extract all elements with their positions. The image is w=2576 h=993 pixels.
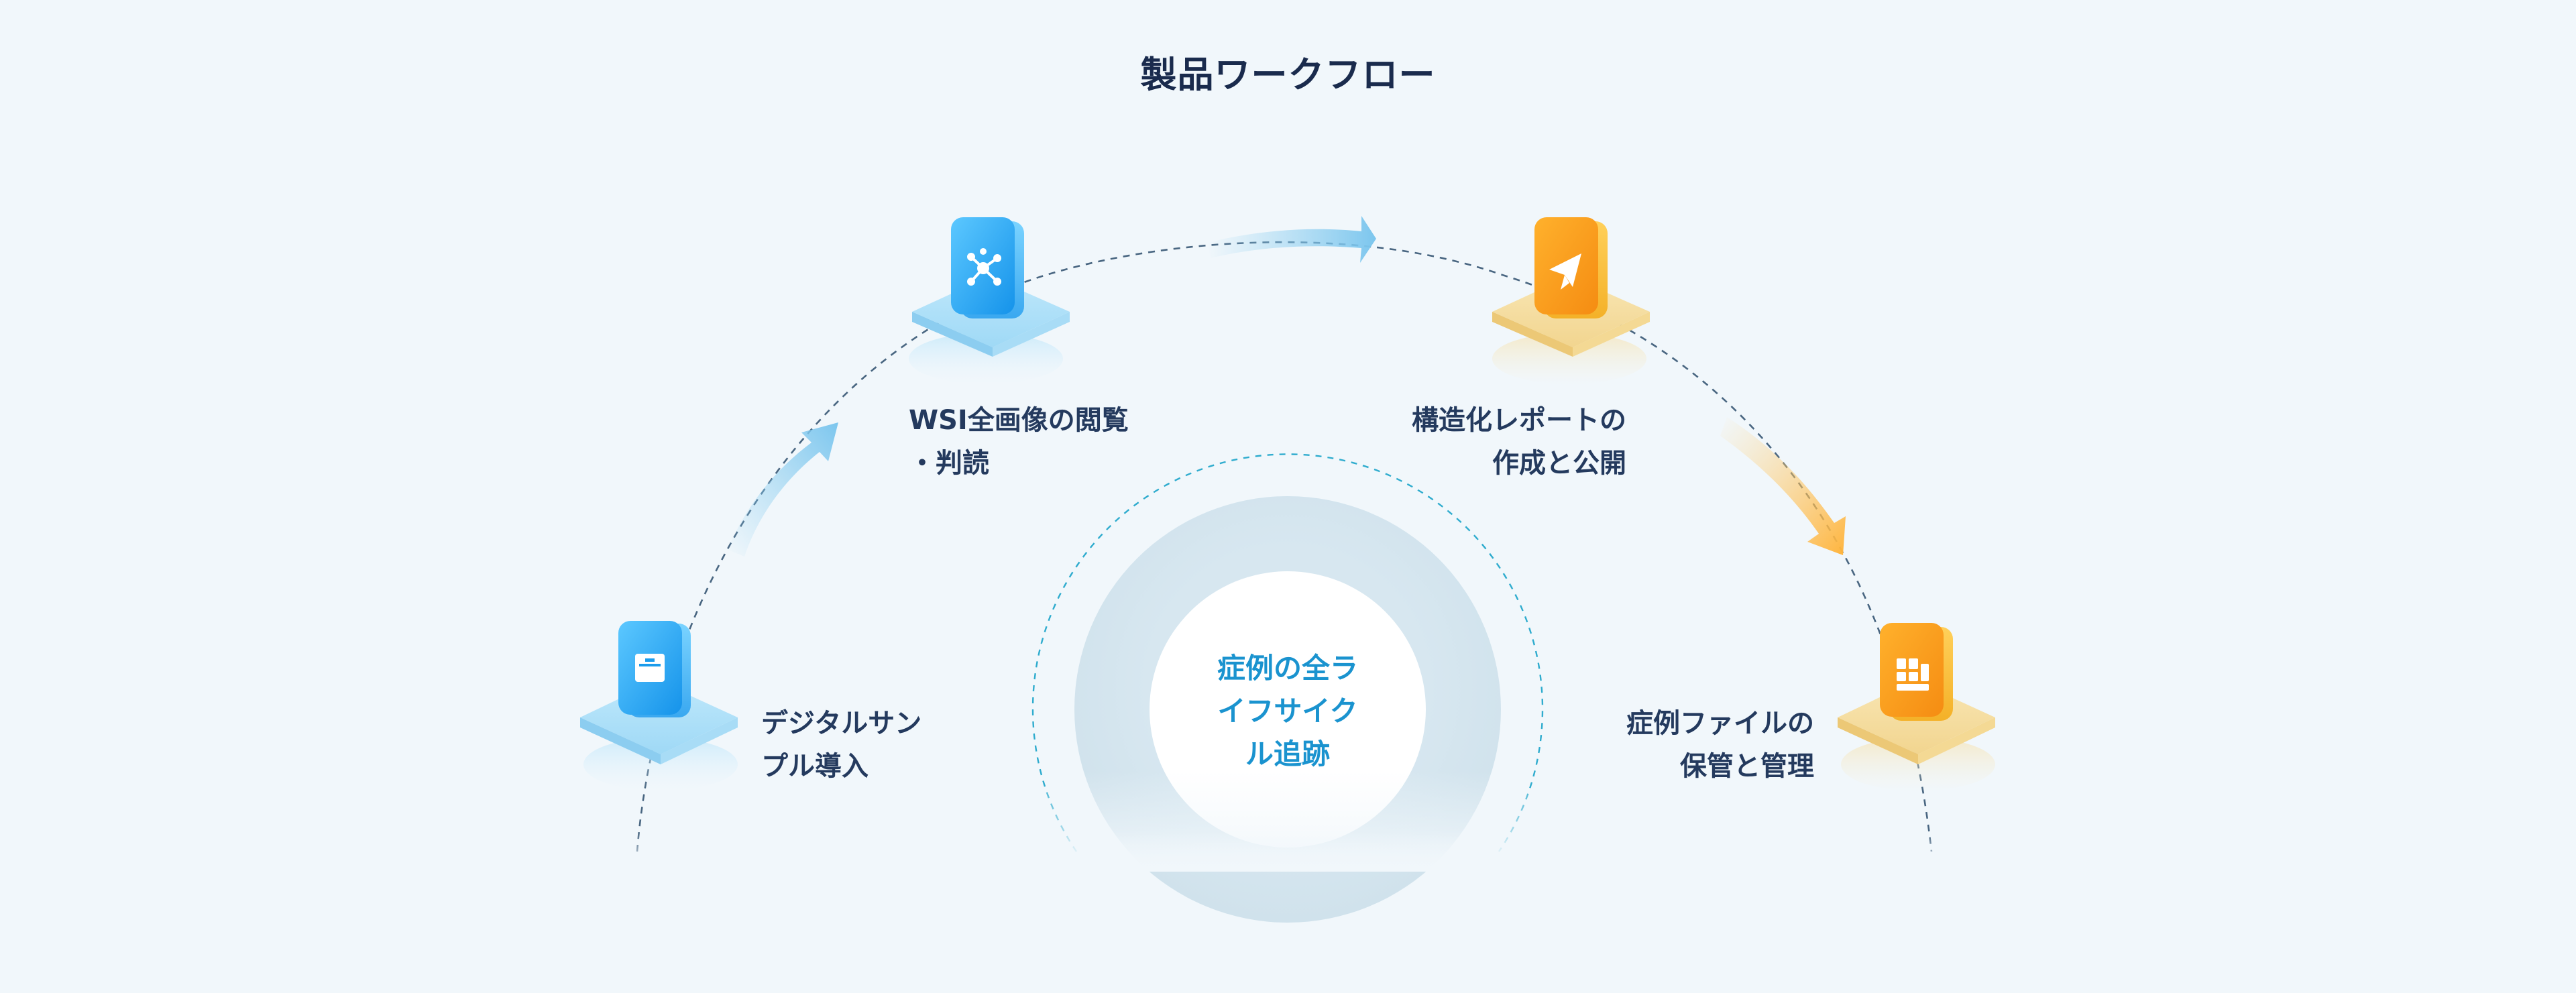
step-3-plate-edge-right	[1573, 312, 1650, 357]
step-3-node	[1492, 217, 1650, 384]
bottom-fade	[0, 831, 2576, 872]
center-label: 症例の全ラ イフサイク ル追跡	[1187, 647, 1388, 776]
step-2-plate-edge-right	[993, 312, 1070, 357]
step-4-plate-edge-right	[1918, 717, 1995, 764]
step-3-label-line2: 作成と公開	[1492, 448, 1626, 479]
step-3-shadow	[1492, 333, 1646, 384]
step-4-node	[1838, 623, 1995, 791]
center-label-line2: イフサイク	[1217, 695, 1358, 727]
step-2-label: WSI全画像の閲覧 ・判読	[909, 399, 1190, 485]
step-4-label-line1: 症例ファイルの	[1626, 708, 1814, 739]
step-3-label-line1: 構造化レポートの	[1412, 405, 1626, 436]
step-1-plate-edge-right	[661, 717, 738, 764]
step-4-tile	[1880, 623, 1944, 717]
step-1-label-line1: デジタルサン	[761, 708, 922, 739]
step-4-label: 症例ファイルの 保管と管理	[1543, 702, 1814, 788]
page-title: 製品ワークフロー	[1140, 54, 1436, 96]
step-1-label-line2: プル導入	[761, 751, 869, 782]
grid-cabinet-icon	[1897, 658, 1929, 691]
step-2-shadow	[909, 333, 1063, 384]
tray-scanner-icon	[635, 654, 665, 682]
center-label-line1: 症例の全ラ	[1217, 652, 1358, 685]
step-2-label-line1: WSI全画像の閲覧	[909, 405, 1129, 436]
step-4-plate-edge	[1838, 717, 1918, 764]
step-4-label-line2: 保管と管理	[1680, 751, 1814, 782]
step-2-plate-edge	[912, 312, 993, 357]
step-2-node	[909, 217, 1070, 384]
step-3-label: 構造化レポートの 作成と公開	[1308, 399, 1626, 485]
step-2-label-line2: ・判読	[909, 448, 989, 479]
paper-plane-icon	[1549, 253, 1581, 290]
step-1-node	[580, 621, 738, 791]
step-1-label: デジタルサン プル導入	[761, 702, 1003, 788]
network-icon	[967, 248, 1001, 286]
flow-arrow-1	[728, 422, 838, 557]
flow-arrow-2	[1207, 216, 1376, 263]
flow-arrow-3	[1720, 417, 1846, 555]
step-1-plate-edge	[580, 717, 661, 764]
step-3-plate-edge	[1492, 312, 1573, 357]
center-label-line3: ル追跡	[1245, 738, 1330, 770]
